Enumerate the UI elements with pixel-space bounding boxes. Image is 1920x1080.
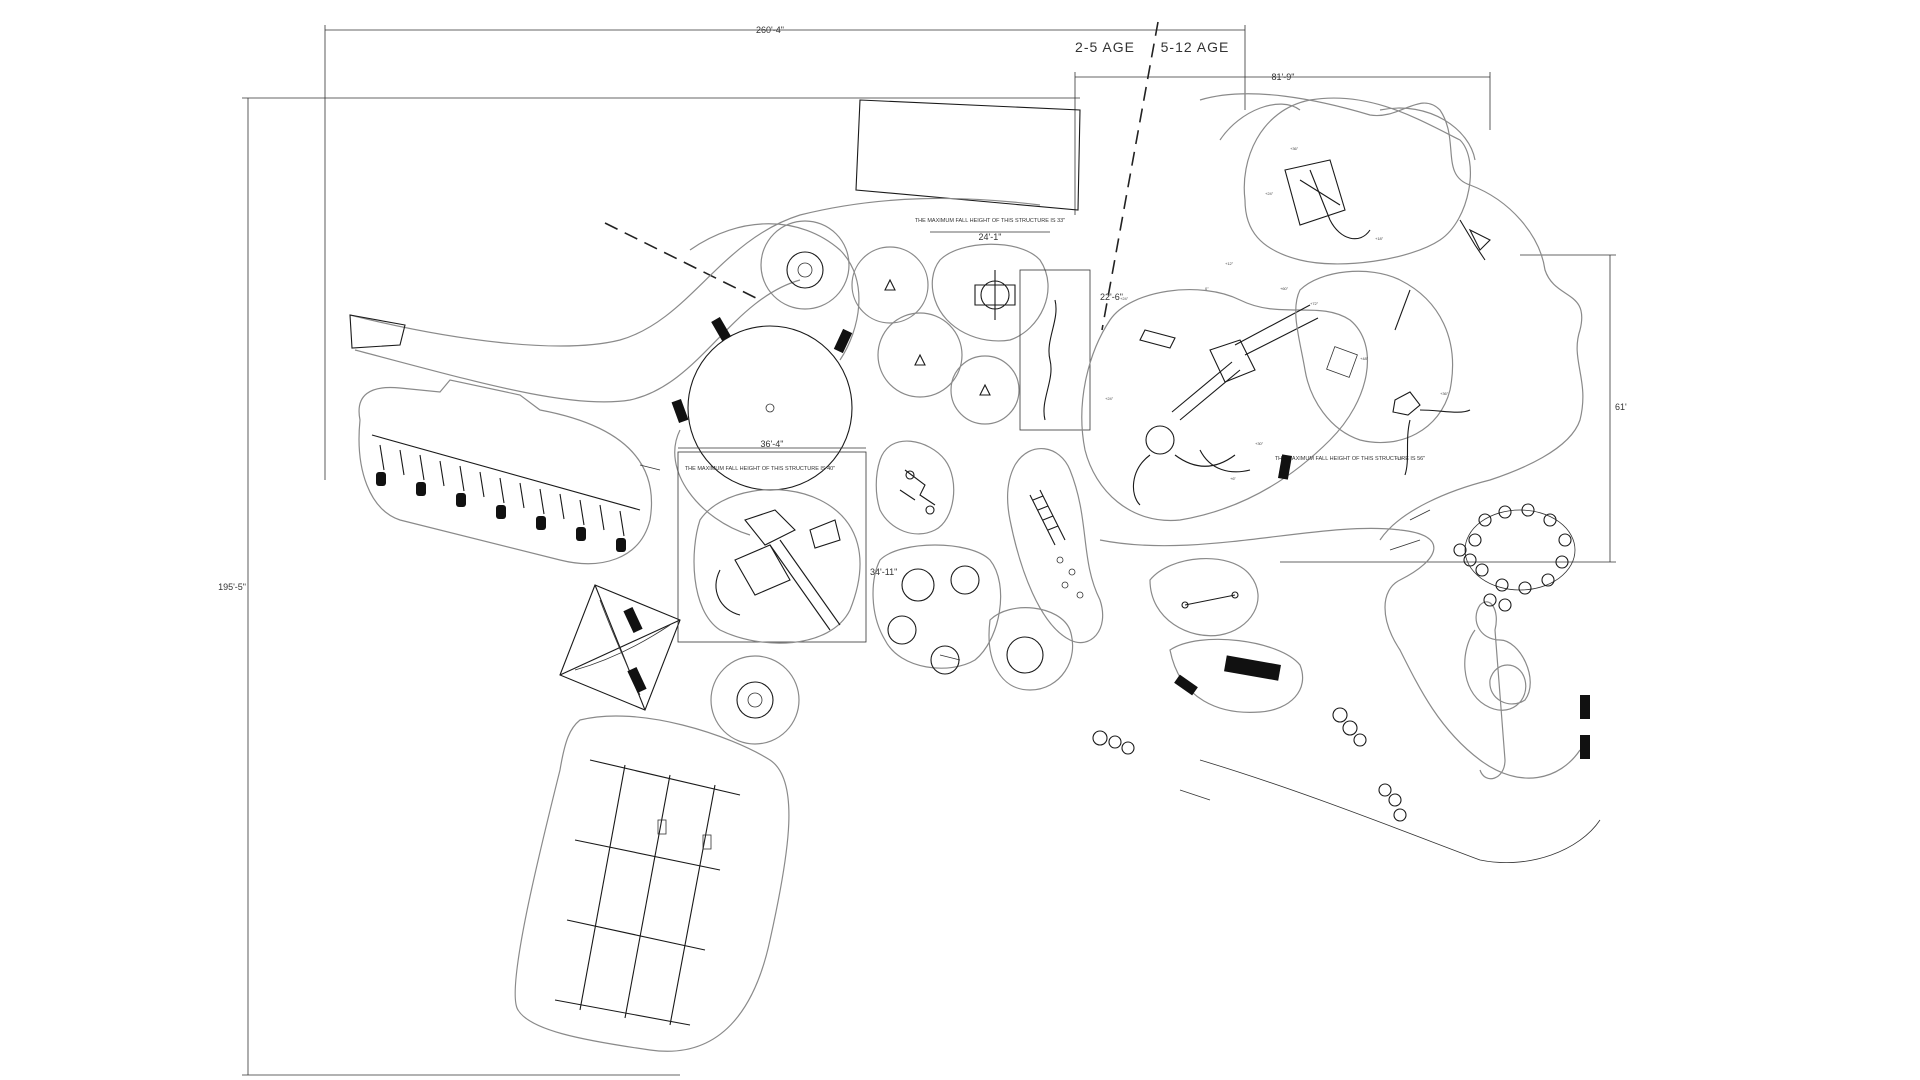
benches <box>1174 454 1590 759</box>
elevation-label: +30" <box>1255 441 1264 446</box>
balance-ladder <box>1006 448 1104 644</box>
round-play-area <box>671 223 860 536</box>
upper-climbing-zone <box>1219 97 1491 265</box>
treble-clef-decoration <box>1464 601 1531 780</box>
shade-structure <box>559 584 681 711</box>
fall-height-note-a: THE MAXIMUM FALL HEIGHT OF THIS STRUCTUR… <box>685 466 835 472</box>
elevation-label: +24" <box>1120 296 1129 301</box>
surfacing-boundary-lower <box>1099 527 1581 779</box>
elevation-label: +12" <box>1395 456 1404 461</box>
elevation-label: +36" <box>1290 146 1299 151</box>
play-structure-a: 36'-4" 34'-11" THE MAXIMUM FALL HEIGHT O… <box>677 439 897 644</box>
boulder-cluster <box>1092 707 1407 822</box>
building-footprint <box>855 99 1081 211</box>
fall-height-note-c: THE MAXIMUM FALL HEIGHT OF THIS STRUCTUR… <box>1275 456 1425 462</box>
elevation-label: +24" <box>1105 396 1114 401</box>
elevation-label: +6" <box>1230 476 1237 481</box>
structure-a-height-label: 34'-11" <box>870 567 897 577</box>
dimension-zone-width: 81'-9" <box>1074 72 1491 215</box>
elevation-label: +18" <box>1375 236 1384 241</box>
overall-height-label: 195'-5" <box>218 582 246 592</box>
spring-riders <box>875 440 955 535</box>
net-climber-area <box>1295 270 1471 476</box>
elevation-callouts: +24" +36" +12" +60" +72" +48" +6" 0" +24… <box>1105 146 1449 481</box>
swing-area <box>358 379 652 565</box>
overall-width-label: 260'-4" <box>756 25 784 35</box>
play-structure-b: 24'-1" THE MAXIMUM FALL HEIGHT OF THIS S… <box>915 218 1123 431</box>
surfacing-boundary-right <box>1199 93 1584 541</box>
spinner-equipment <box>710 220 1020 745</box>
elevation-label: +60" <box>1280 286 1289 291</box>
elevation-label: +24" <box>1265 191 1274 196</box>
zone-boundary-line <box>604 222 761 301</box>
play-structure-c: THE MAXIMUM FALL HEIGHT OF THIS STRUCTUR… <box>1081 289 1425 522</box>
elevation-label: +36" <box>1440 391 1449 396</box>
climber-domes <box>872 544 1074 691</box>
age-divider: 2-5 AGE 5-12 AGE <box>1075 21 1230 331</box>
structure-b-height-label: 22'-6" <box>1100 292 1123 302</box>
swing-frame-area <box>514 715 790 1052</box>
fall-height-note-b: THE MAXIMUM FALL HEIGHT OF THIS STRUCTUR… <box>915 218 1065 224</box>
dimension-overall-width: 260'-4" <box>324 25 1246 480</box>
zone-width-label: 81'-9" <box>1272 72 1295 82</box>
structure-b-width-label: 24'-1" <box>979 232 1002 242</box>
callout-leaders <box>639 464 1431 801</box>
walkway-lower <box>354 279 801 403</box>
age-label-right: 5-12 AGE <box>1161 39 1230 55</box>
dimension-zone-height: 61' <box>1280 254 1627 563</box>
walkway-end <box>349 314 406 349</box>
dimension-overall-height: 195'-5" <box>218 97 1080 1076</box>
boulder-ring <box>1453 503 1576 612</box>
elevation-label: +12" <box>1225 261 1234 266</box>
elevation-label: 0" <box>1205 286 1209 291</box>
age-label-left: 2-5 AGE <box>1075 39 1135 55</box>
elevation-label: +72" <box>1310 301 1319 306</box>
walkway-upper <box>349 197 1041 347</box>
elevation-label: +48" <box>1360 356 1369 361</box>
fitness-bar-area <box>1149 558 1304 713</box>
site-edge <box>1199 759 1601 863</box>
zone-height-label: 61' <box>1615 402 1627 412</box>
structure-a-width-label: 36'-4" <box>761 439 784 449</box>
